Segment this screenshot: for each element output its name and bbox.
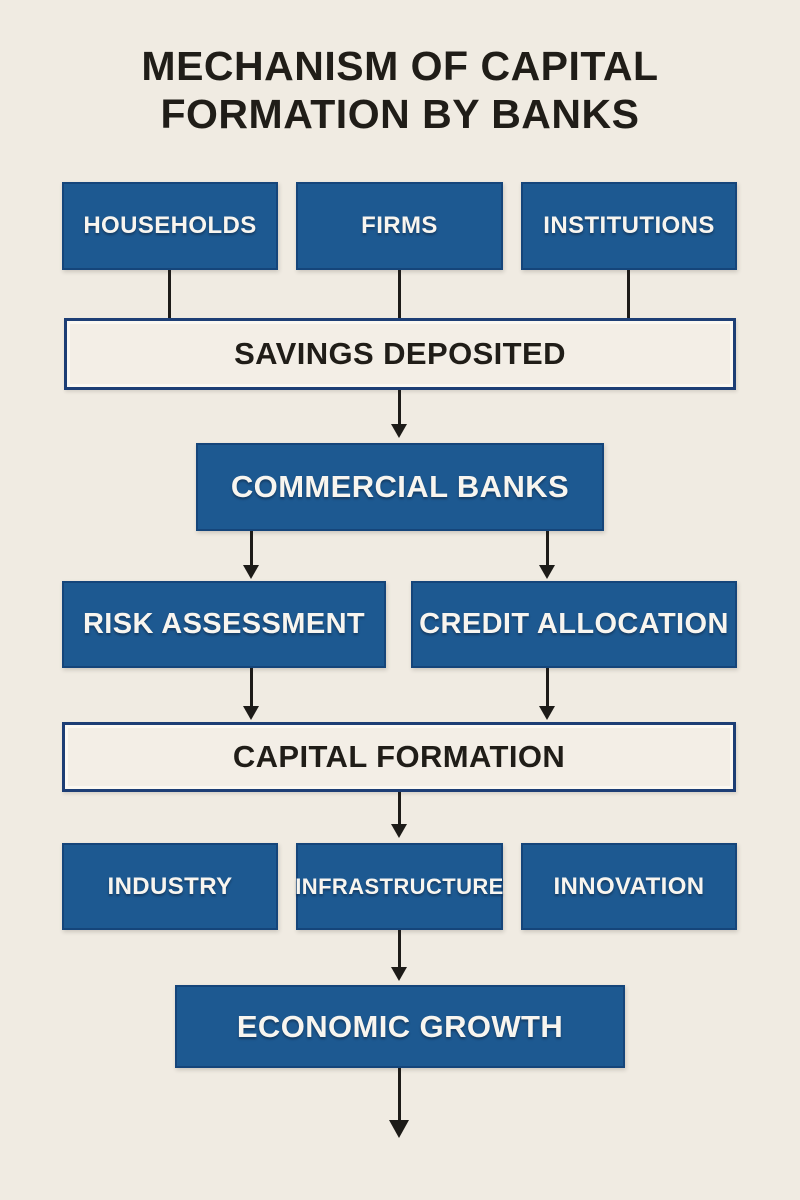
connector-growth-out	[398, 1068, 401, 1122]
connector-firms-savings	[398, 270, 401, 318]
node-risk-assessment: RISK ASSESSMENT	[62, 581, 386, 668]
connector-outputs-growth	[398, 930, 401, 969]
connector-institutions-savings	[627, 270, 630, 318]
arrowhead-growth-out	[389, 1120, 409, 1138]
node-economic-growth: ECONOMIC GROWTH	[175, 985, 625, 1068]
arrowhead-savings-banks	[391, 424, 407, 438]
arrowhead-capital-outputs	[391, 824, 407, 838]
node-commercial-banks: COMMERCIAL BANKS	[196, 443, 604, 531]
connector-credit-capital	[546, 668, 549, 708]
connector-banks-risk	[250, 531, 253, 567]
node-institutions: INSTITUTIONS	[521, 182, 737, 270]
arrowhead-banks-risk	[243, 565, 259, 579]
arrowhead-banks-credit	[539, 565, 555, 579]
node-capital-formation: CAPITAL FORMATION	[62, 722, 736, 792]
node-households: HOUSEHOLDS	[62, 182, 278, 270]
connector-savings-banks	[398, 390, 401, 426]
arrowhead-outputs-growth	[391, 967, 407, 981]
connector-banks-credit	[546, 531, 549, 567]
connector-risk-capital	[250, 668, 253, 708]
node-industry: INDUSTRY	[62, 843, 278, 930]
node-infrastructure: INFRASTRUCTURE	[295, 843, 503, 930]
diagram-title: MECHANISM OF CAPITAL FORMATION BY BANKS	[141, 43, 659, 138]
connector-capital-outputs	[398, 792, 401, 826]
arrowhead-risk-capital	[243, 706, 259, 720]
connector-households-savings	[168, 270, 171, 318]
arrowhead-credit-capital	[539, 706, 555, 720]
node-savings-deposited: SAVINGS DEPOSITED	[64, 318, 736, 390]
node-innovation: INNOVATION	[521, 843, 737, 930]
node-firms: FIRMS	[296, 182, 503, 270]
node-credit-allocation: CREDIT ALLOCATION	[411, 581, 737, 668]
